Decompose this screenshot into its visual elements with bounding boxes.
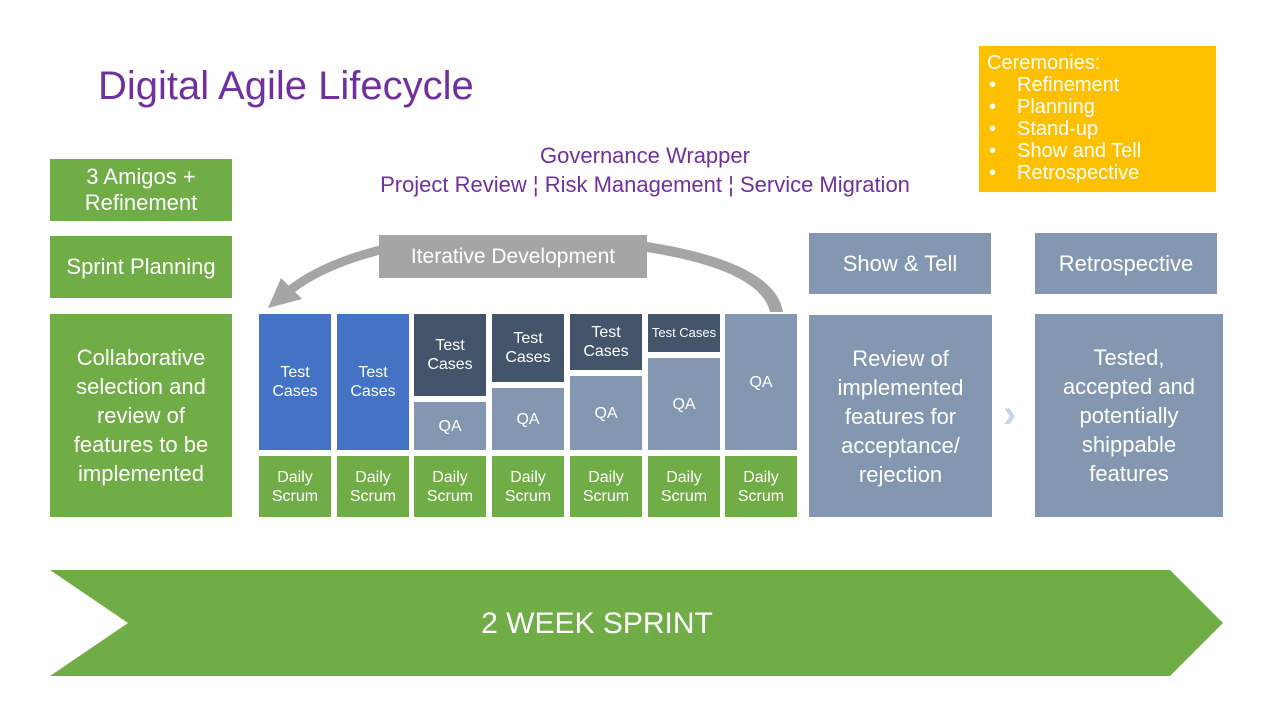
ceremonies-box: Ceremonies: •Refinement •Planning •Stand… [979,46,1216,192]
ceremonies-title: Ceremonies: [987,52,1101,74]
ceremonies-list: •Refinement •Planning •Stand-up •Show an… [987,74,1208,184]
qa-block: QA [570,376,642,450]
bullet-icon: • [989,74,997,96]
governance-heading: Governance Wrapper [540,143,750,168]
daily-scrum-block: Daily Scrum [725,456,797,517]
test-cases-block: Test Cases [414,314,486,396]
test-cases-block: Test Cases [259,314,331,450]
daily-scrum-block: Daily Scrum [570,456,642,517]
test-cases-block: Test Cases [648,314,720,352]
qa-block: QA [648,358,720,450]
governance-items: Project Review ¦ Risk Management ¦ Servi… [380,172,910,197]
collaborative-selection-box: Collaborative selection and review of fe… [50,314,232,517]
show-and-tell-description: Review of implemented features for accep… [809,315,992,517]
ceremony-item: •Stand-up [989,118,1099,140]
test-cases-block: Test Cases [492,314,564,382]
ceremony-item: •Retrospective [989,162,1140,184]
daily-scrum-block: Daily Scrum [414,456,486,517]
iterative-development-label: Iterative Development [379,235,647,278]
qa-block: QA [725,314,797,450]
qa-block: QA [414,402,486,450]
chevron-right-icon: › [1003,392,1017,436]
show-and-tell-header: Show & Tell [809,233,991,294]
ceremony-item: •Refinement [989,74,1120,96]
test-cases-block: Test Cases [570,314,642,370]
page-title: Digital Agile Lifecycle [98,64,474,108]
test-cases-block: Test Cases [337,314,409,450]
bullet-icon: • [989,162,997,184]
ceremony-item: •Show and Tell [989,140,1142,162]
retrospective-description: Tested, accepted and potentially shippab… [1035,314,1223,517]
sprint-label: 2 WEEK SPRINT [481,607,713,640]
bullet-icon: • [989,140,997,162]
bullet-icon: • [989,118,997,140]
sprint-planning-box: Sprint Planning [50,236,232,298]
daily-scrum-block: Daily Scrum [492,456,564,517]
daily-scrum-block: Daily Scrum [259,456,331,517]
qa-block: QA [492,388,564,450]
daily-scrum-block: Daily Scrum [337,456,409,517]
daily-scrum-block: Daily Scrum [648,456,720,517]
ceremony-item: •Planning [989,96,1095,118]
bullet-icon: • [989,96,997,118]
amigos-refinement-box: 3 Amigos + Refinement [50,159,232,221]
retrospective-header: Retrospective [1035,233,1217,294]
